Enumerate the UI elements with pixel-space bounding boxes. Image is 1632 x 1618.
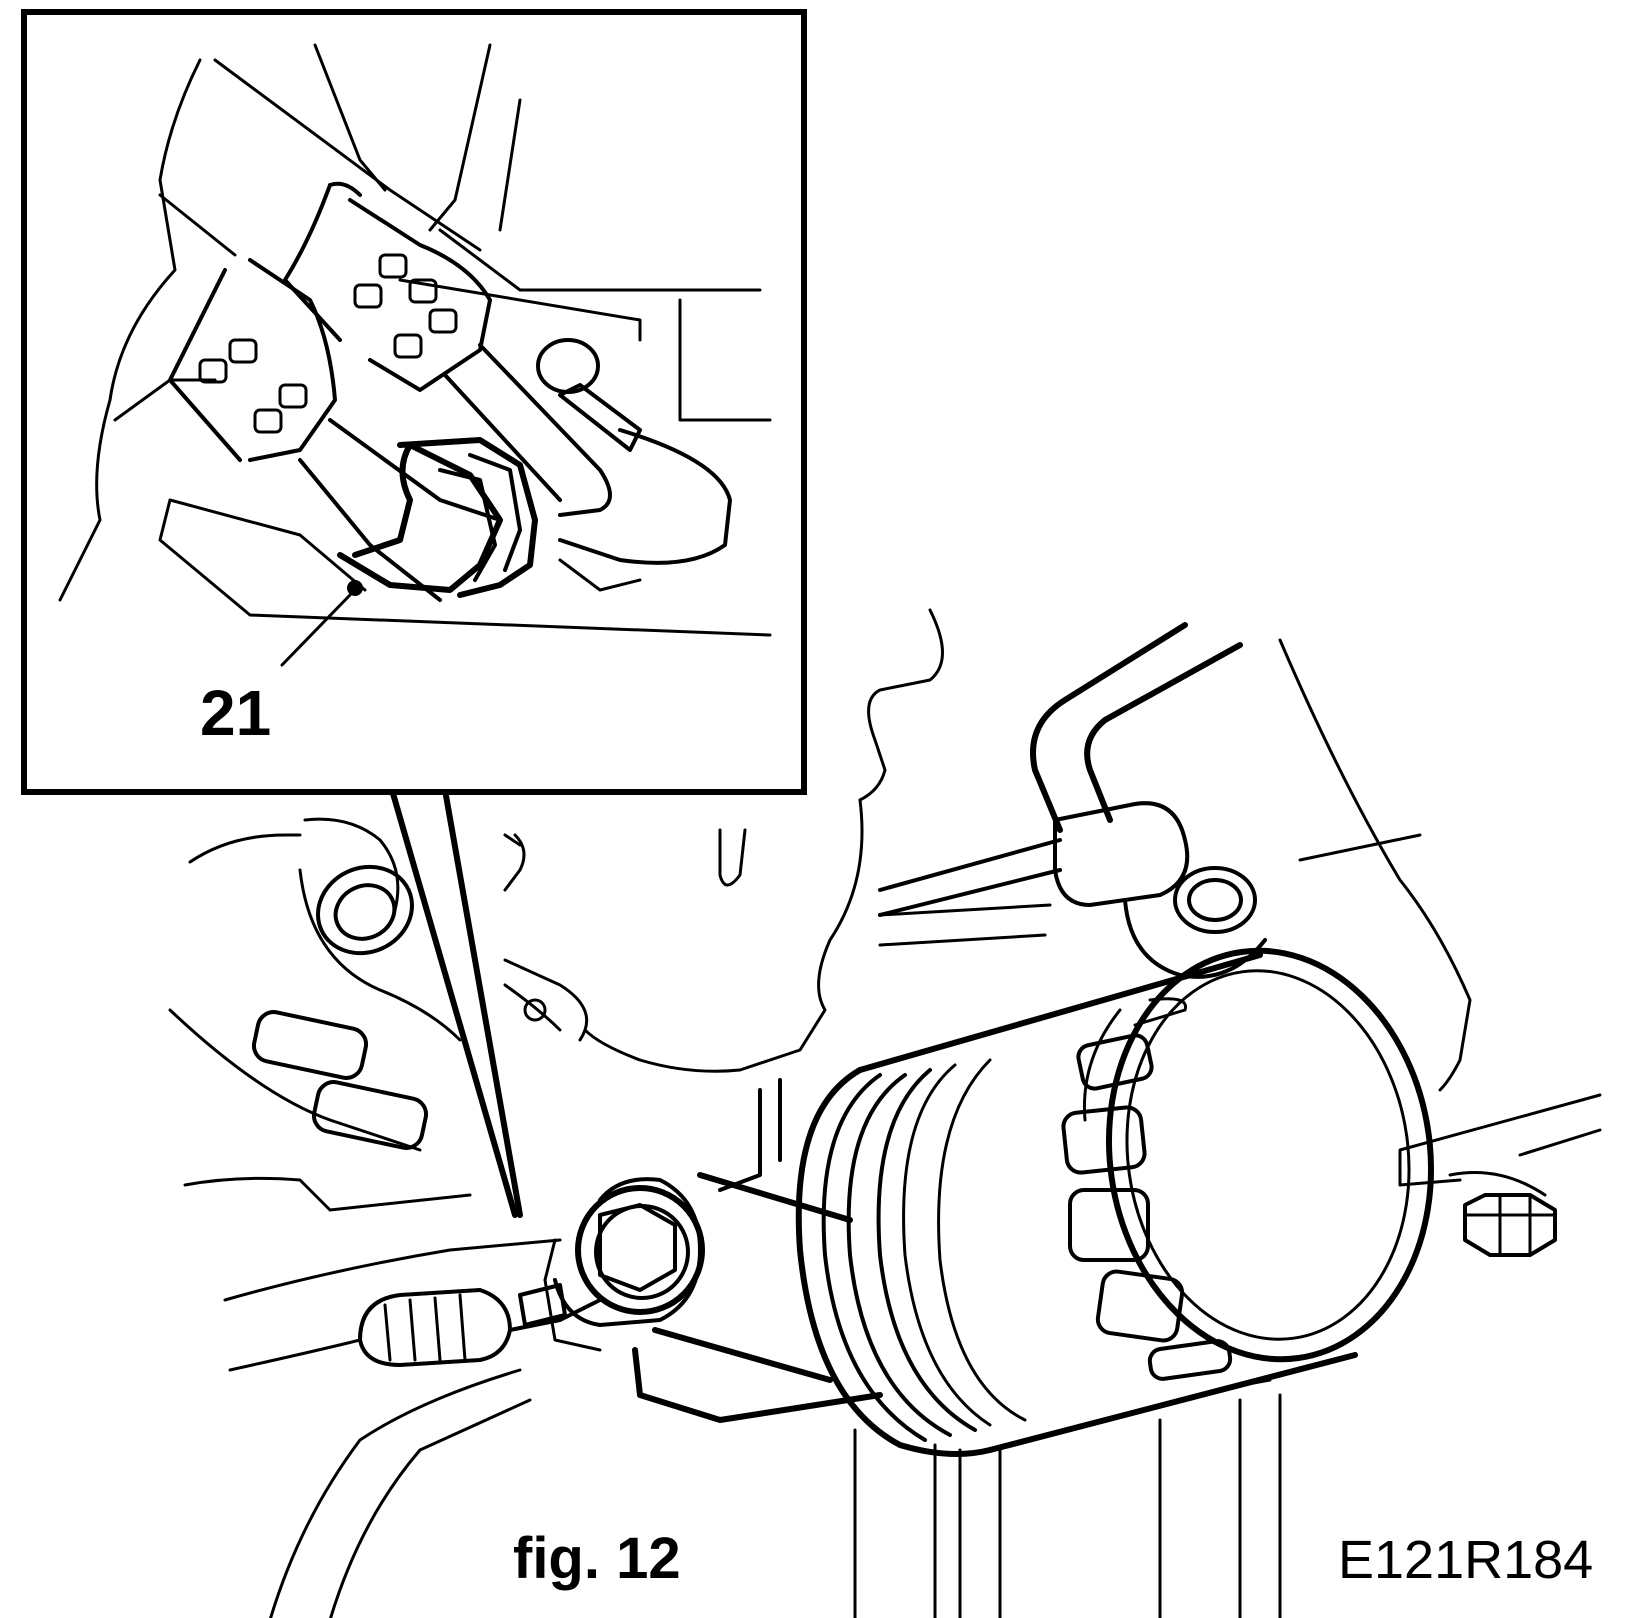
- callout-label: 21: [200, 677, 271, 749]
- engine-block: [168, 608, 1602, 1302]
- inset-background-lines: [58, 43, 772, 637]
- callout-21: 21: [200, 580, 363, 749]
- main-illustration: [168, 608, 1602, 1618]
- filter-bracket: [632, 1078, 883, 1423]
- banjo-bolt: [228, 1177, 705, 1618]
- oil-pipe: [878, 622, 1267, 979]
- reference-code: E121R184: [1338, 1530, 1593, 1590]
- callout-lines: [389, 787, 523, 1218]
- detail-inset: 21: [21, 9, 807, 795]
- drain-bolt: [1448, 1171, 1557, 1257]
- figure-caption: fig. 12: [513, 1526, 681, 1591]
- inset-hoses: [168, 181, 732, 602]
- oil-filter: [795, 947, 1434, 1618]
- hose-clip: [337, 437, 538, 598]
